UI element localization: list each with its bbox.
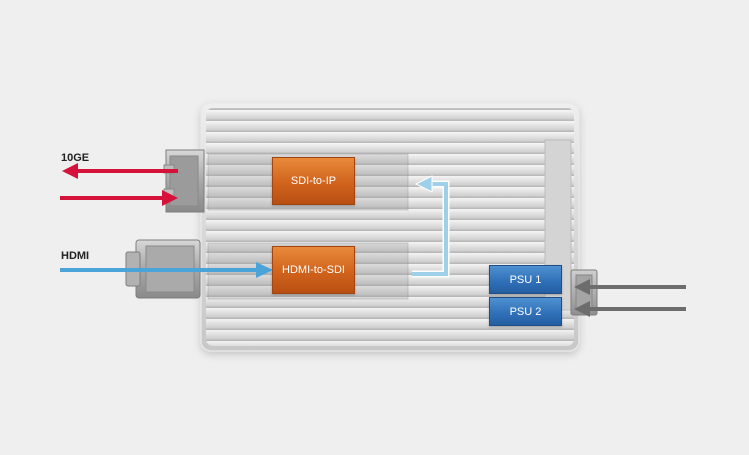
ten-ge-out-arrow [62,163,178,179]
chassis-inner-edge [200,102,580,352]
sdi-to-ip-block: SDI-to-IP [272,157,355,205]
power-arrow-1 [574,279,686,295]
hdmi-to-sdi-block: HDMI-to-SDI [272,246,355,294]
ten-ge-label: 10GE [61,152,90,164]
psu1-label: PSU 1 [509,273,542,286]
sdi-to-ip-label: SDI-to-IP [290,175,337,187]
psu2-label: PSU 2 [509,305,542,318]
hdmi-to-sdi-label: HDMI-to-SDI [282,264,345,276]
hdmi-in-arrow [60,262,273,278]
psu1-block: PSU 1 [489,265,562,294]
sfp-connector [163,149,205,213]
power-arrow-2 [574,301,686,317]
ten-ge-in-arrow [60,190,178,206]
sdi-loop-arrow [412,175,450,278]
psu2-block: PSU 2 [489,297,562,326]
hdmi-label: HDMI [61,250,90,262]
